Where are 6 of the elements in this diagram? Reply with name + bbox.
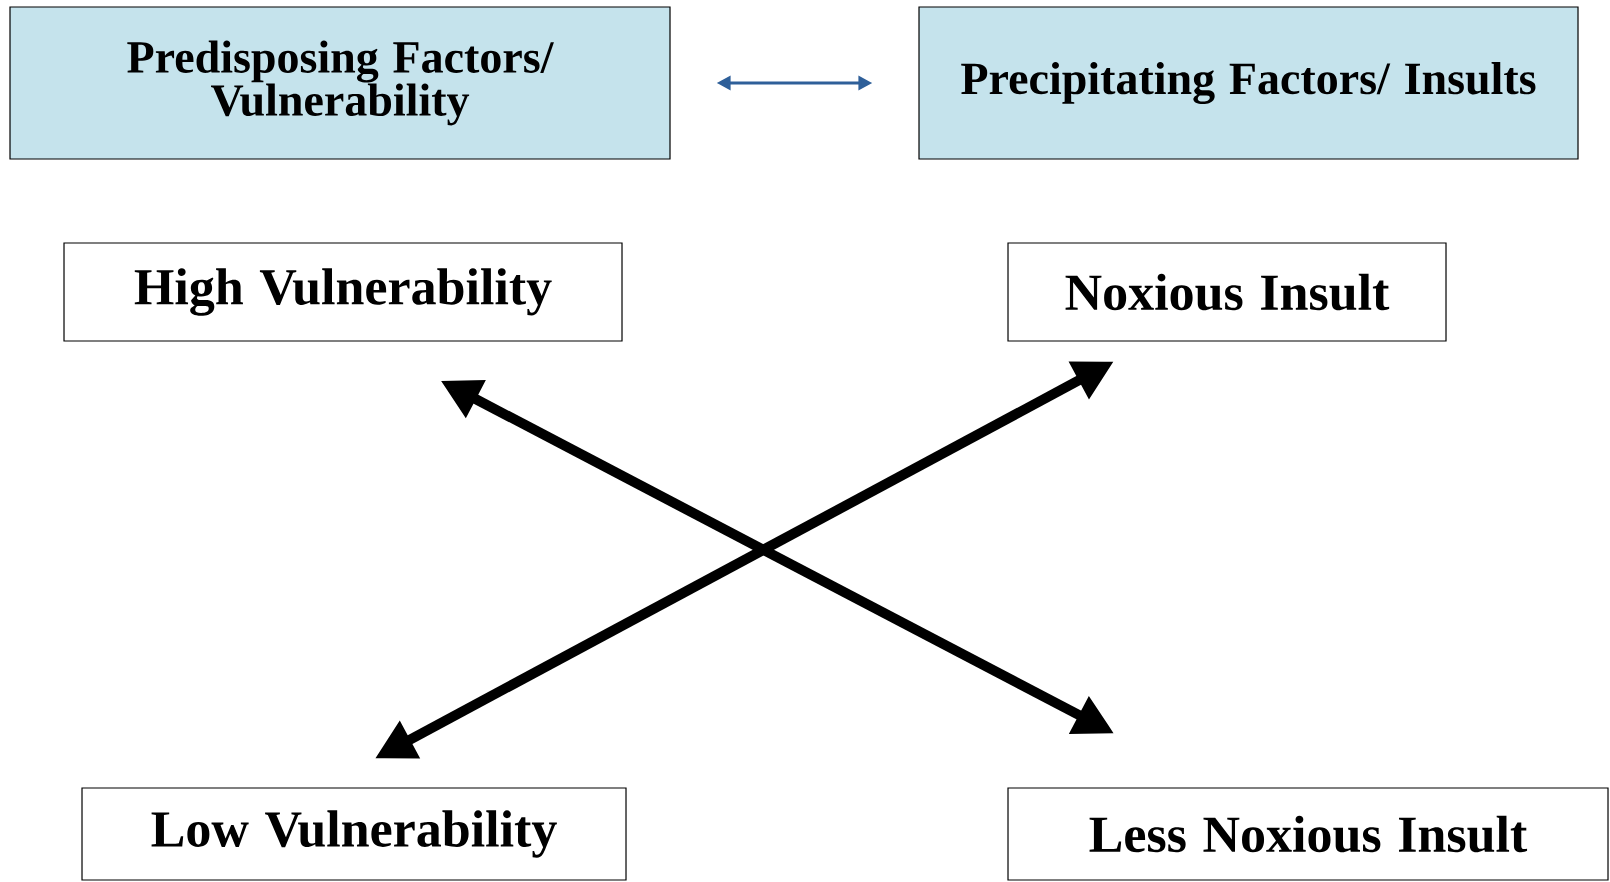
- label-box: High Vulnerability: [63, 242, 623, 342]
- label-box: Less Noxious Insult: [1007, 787, 1609, 881]
- label-box: Noxious Insult: [1007, 242, 1447, 342]
- header-box: Precipitating Factors/ Insults: [918, 6, 1579, 160]
- header-box: Predisposing Factors/ Vulnerability: [9, 6, 671, 160]
- label-box: Low Vulnerability: [81, 787, 627, 881]
